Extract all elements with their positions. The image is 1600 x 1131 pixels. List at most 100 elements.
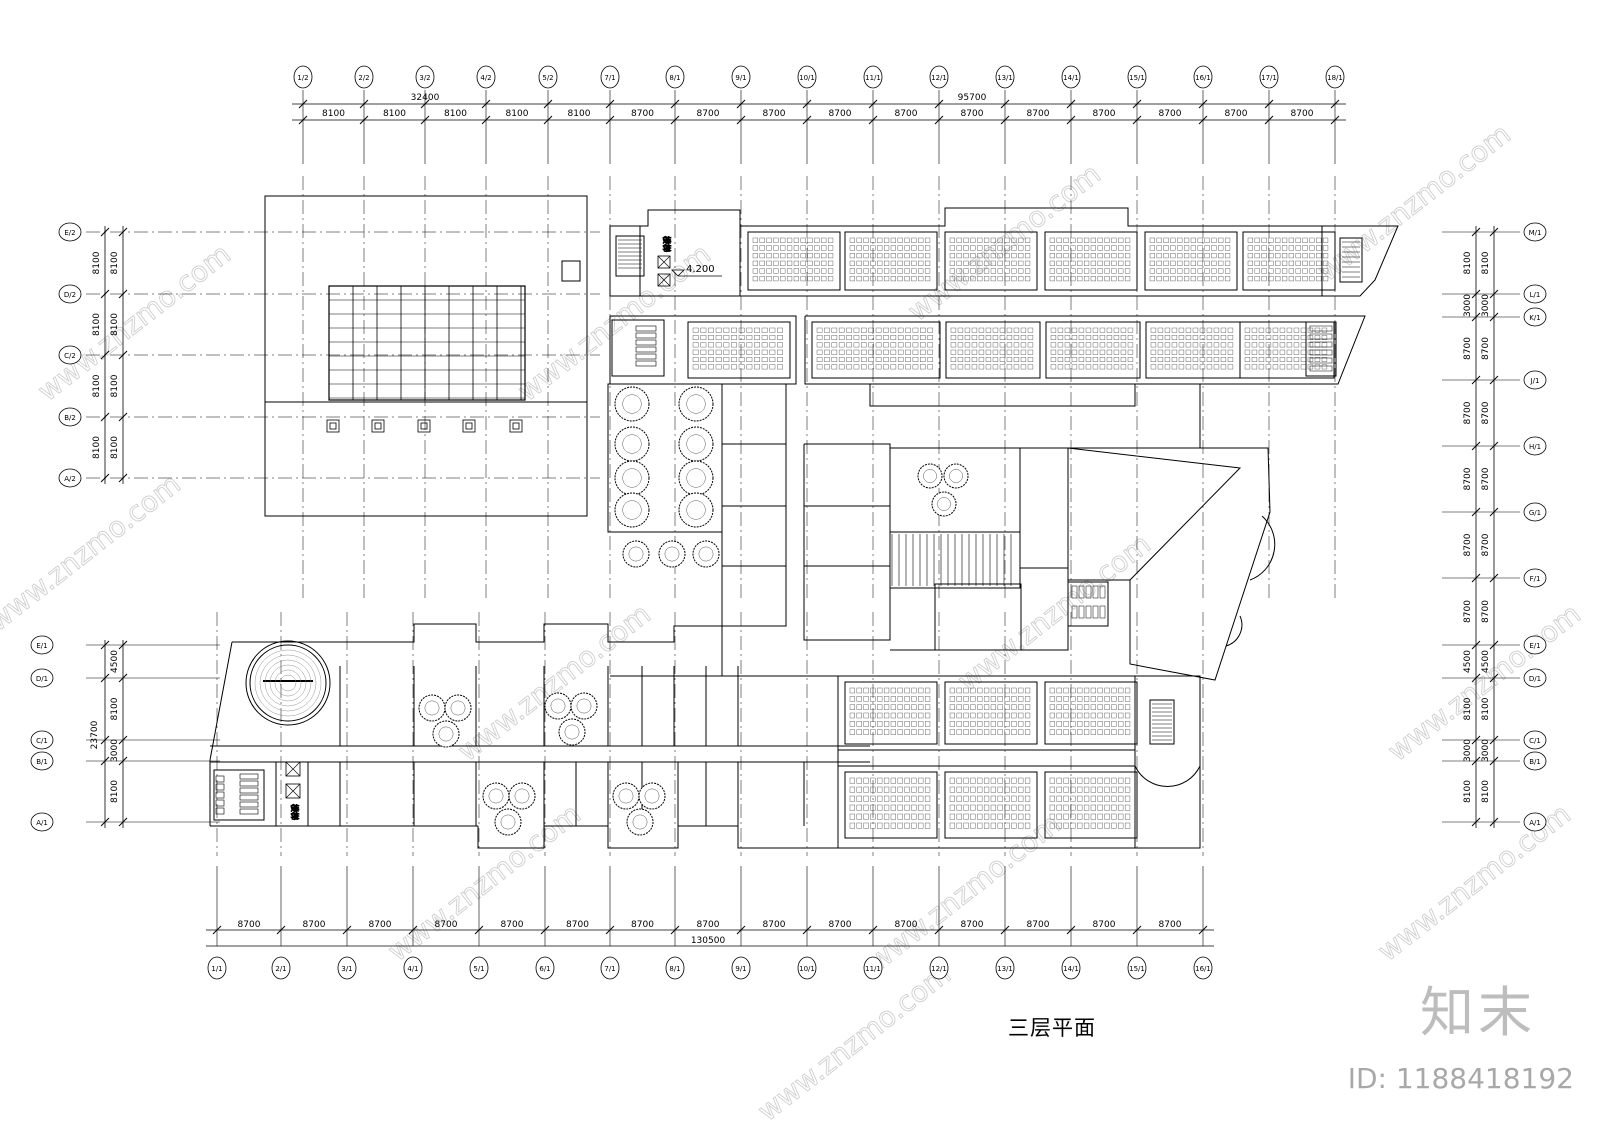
dimension-value: 8700	[1027, 109, 1050, 119]
axis-bubble	[58, 222, 82, 242]
axis-bubble	[1061, 956, 1081, 980]
dimension-value: 8700	[961, 920, 984, 930]
axis-label: C/2	[64, 352, 76, 360]
axis-label: 7/1	[604, 74, 615, 82]
tree	[931, 491, 957, 517]
tree	[678, 426, 714, 462]
axis-bubble	[1523, 751, 1547, 771]
axis-bubble	[1193, 65, 1213, 89]
dimension-value: 8700	[631, 920, 654, 930]
axis-label: 17/1	[1261, 74, 1277, 82]
dimension-value: 8700	[1463, 337, 1473, 360]
tree	[658, 540, 686, 568]
dimension-value: 8100	[92, 251, 102, 274]
restroom	[1305, 321, 1337, 377]
axis-label: B/2	[64, 414, 76, 422]
dimension-value: 8700	[1159, 109, 1182, 119]
axis-bubble	[354, 65, 374, 89]
classroom-seating	[844, 681, 938, 745]
axis-bubble	[600, 956, 620, 980]
tree	[614, 386, 650, 422]
north-classroom-wing	[609, 207, 1399, 297]
dimension-value: 8700	[1093, 920, 1116, 930]
classroom-seating	[944, 771, 1038, 839]
dimension-value: 8100	[1481, 780, 1491, 803]
restroom	[1067, 581, 1109, 627]
tree	[622, 540, 650, 568]
elevator	[657, 273, 671, 287]
tree	[612, 782, 640, 810]
roof-vent	[371, 419, 385, 433]
axis-label: 14/1	[1063, 74, 1079, 82]
southwest-wing	[209, 623, 870, 849]
classroom-seating	[1045, 321, 1141, 379]
axis-label: A/1	[1529, 819, 1541, 827]
classroom-seating	[1144, 231, 1238, 291]
axis-label: F/1	[1530, 575, 1541, 583]
axis-label: 15/1	[1129, 965, 1145, 973]
dimension-value: 8700	[501, 920, 524, 930]
dimension-value: 3000	[110, 739, 120, 762]
watermark-site: www.znzmo.com	[0, 467, 187, 638]
axis-label: 1/2	[297, 74, 308, 82]
watermark-site: www.znzmo.com	[861, 807, 1066, 978]
dimension-value: 8700	[1463, 467, 1473, 490]
axis-bubble	[1127, 956, 1147, 980]
dimension-value: 8700	[1027, 920, 1050, 930]
dimension-value: 8100	[110, 313, 120, 336]
classroom-seating	[844, 231, 938, 291]
axis-bubble	[995, 65, 1015, 89]
axis-label: 13/1	[997, 965, 1013, 973]
dimension-value: 8100	[92, 313, 102, 336]
axis-bubble	[207, 956, 227, 980]
axis-label: 2/2	[358, 74, 369, 82]
elevator	[285, 783, 301, 799]
dimension-value: 8700	[1481, 337, 1491, 360]
axis-bubble	[30, 635, 54, 655]
classroom-seating	[1044, 681, 1138, 745]
axis-label: K/1	[1529, 314, 1540, 322]
axis-label: 18/1	[1327, 74, 1343, 82]
axis-label: C/1	[36, 737, 48, 745]
axis-bubble	[665, 65, 685, 89]
axis-label: 3/2	[419, 74, 430, 82]
axis-label: 16/1	[1195, 74, 1211, 82]
dimension-value: 8700	[763, 920, 786, 930]
dimension-value: 4500	[1463, 650, 1473, 673]
axis-bubble	[1259, 65, 1279, 89]
dimension-value: 8100	[92, 436, 102, 459]
dimension-value: 8100	[506, 109, 529, 119]
classroom-seating	[811, 321, 941, 379]
watermark-id: ID: 1188418192	[1347, 1062, 1574, 1095]
dimension-value: 8700	[1093, 109, 1116, 119]
watermark-site: www.znzmo.com	[451, 597, 656, 768]
classroom-seating	[687, 321, 791, 379]
roof-vent	[326, 419, 340, 433]
axis-bubble	[535, 956, 555, 980]
axis-label: J/1	[1530, 377, 1540, 385]
classroom-seating	[944, 681, 1038, 745]
roof-vent	[417, 419, 431, 433]
dimension-value: 8700	[1463, 600, 1473, 623]
classroom-seating	[1242, 231, 1336, 291]
axis-label: M/1	[1529, 229, 1542, 237]
classroom-seating	[1145, 321, 1241, 379]
axis-bubble	[797, 956, 817, 980]
tree	[570, 692, 598, 720]
axis-bubble	[1523, 502, 1547, 522]
axis-label: H/1	[1529, 443, 1541, 451]
dimension-value: 8700	[1225, 109, 1248, 119]
axis-bubble	[797, 65, 817, 89]
tree	[614, 426, 650, 462]
dimension-value: 8100	[568, 109, 591, 119]
axis-bubble	[58, 284, 82, 304]
dimension-value: 3000	[1463, 294, 1473, 317]
axis-label: 2/1	[275, 965, 286, 973]
axis-label: A/1	[36, 819, 48, 827]
axis-bubble	[1523, 284, 1547, 304]
classroom-seating	[1044, 771, 1138, 839]
axis-label: 13/1	[997, 74, 1013, 82]
axis-bubble	[58, 407, 82, 427]
tree	[614, 492, 650, 528]
